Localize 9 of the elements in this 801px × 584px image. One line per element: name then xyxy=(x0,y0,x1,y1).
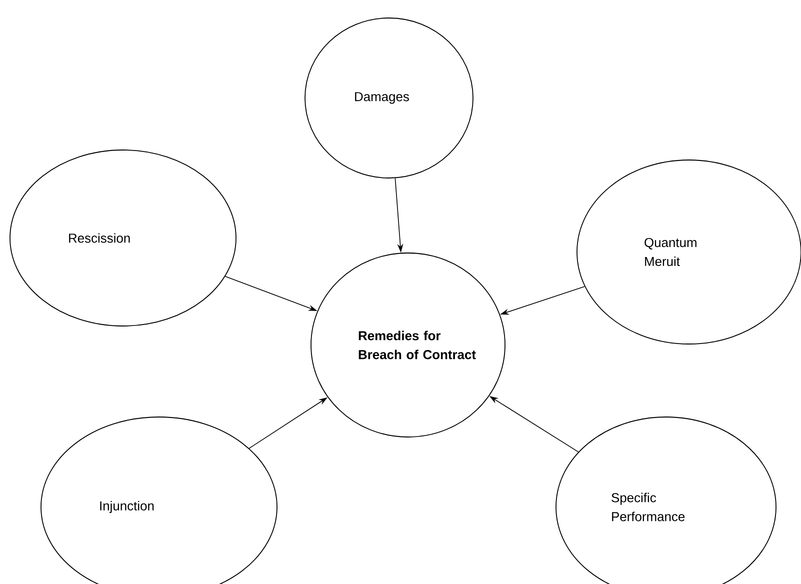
node-label: Quantum Meruit xyxy=(644,238,696,266)
ellipse-node xyxy=(310,252,506,438)
ellipse-node xyxy=(304,18,474,178)
node-label: Injunction xyxy=(100,500,154,514)
node-label: Rescission xyxy=(69,233,130,243)
ellipse-node xyxy=(10,150,236,326)
node-label: Specific Performance xyxy=(612,492,685,522)
node-label: Remedies for Breach of Contract xyxy=(358,330,476,360)
node-label: Damages xyxy=(355,92,409,104)
